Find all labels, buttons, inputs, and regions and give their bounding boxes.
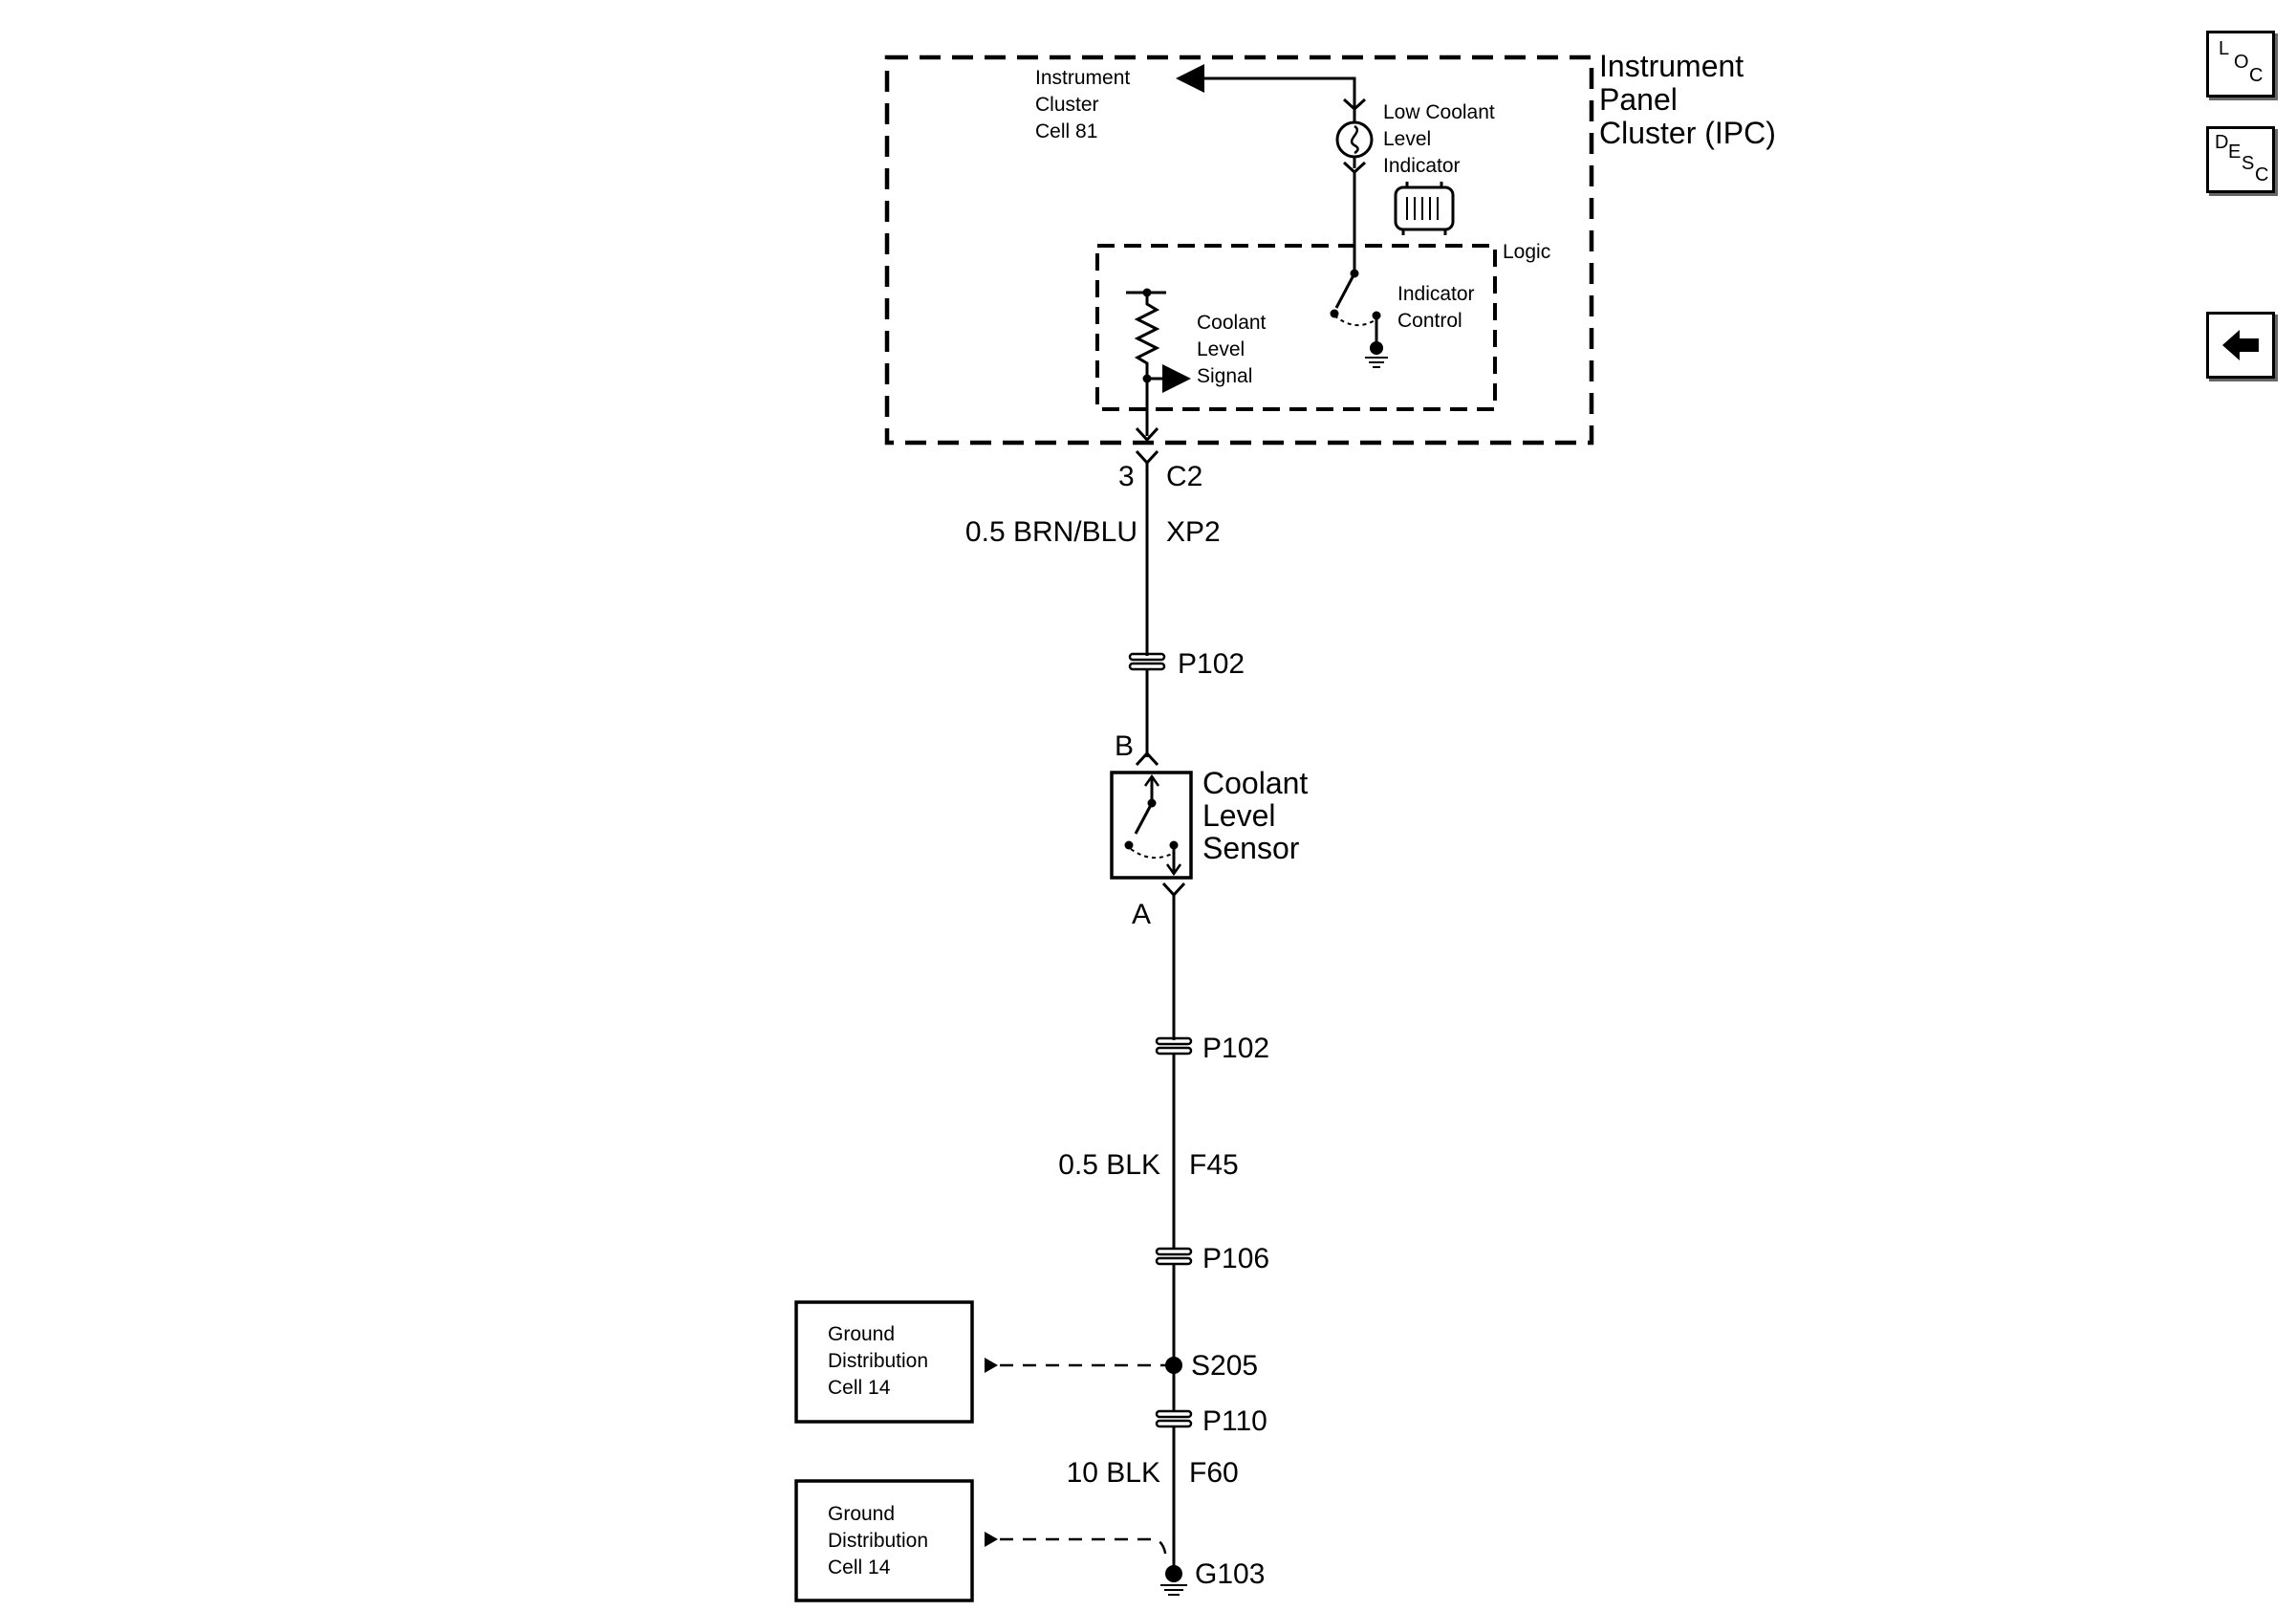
inline3-label: P106	[1202, 1243, 1269, 1274]
inline-connector-p110	[1155, 1409, 1193, 1428]
wire1-label: 0.5 BRN/BLU	[965, 516, 1137, 548]
indicator-label-line1: Low Coolant	[1383, 101, 1495, 123]
splice-label: S205	[1191, 1350, 1258, 1382]
ground-ref-2-line2: Distribution	[828, 1530, 928, 1552]
cell-ref-line1[interactable]: Instrument	[1035, 67, 1130, 89]
splice-s205	[1165, 1357, 1182, 1374]
signal-label-line3: Signal	[1197, 365, 1252, 387]
ground-ref-1-line2: Distribution	[828, 1350, 928, 1372]
cell-ref-line2[interactable]: Cluster	[1035, 94, 1099, 116]
ground-ref-2-link	[1000, 1537, 1168, 1559]
ground-ref-1-line1: Ground	[828, 1323, 895, 1345]
sensor-label-line1: Coolant	[1202, 766, 1308, 800]
inline1-label: P102	[1178, 648, 1245, 680]
wire2-circuit: F45	[1189, 1149, 1239, 1181]
loc-button[interactable]: L O C	[2206, 31, 2275, 98]
ground-ref-box-1[interactable]	[794, 1300, 974, 1424]
pullup-resistor	[1134, 293, 1160, 379]
desc-button[interactable]: D E S C	[2206, 126, 2275, 193]
cell-ref-line3[interactable]: Cell 81	[1035, 120, 1097, 142]
ipc-title-line1: Instrument	[1599, 49, 1744, 83]
logic-ground-symbol	[1365, 341, 1388, 368]
sensor-label-line3: Sensor	[1202, 831, 1300, 865]
ipc-title-line2: Panel	[1599, 82, 1678, 117]
indicator-label-line2: Level	[1383, 128, 1431, 150]
ground-ref-box-2[interactable]	[794, 1479, 974, 1602]
inline2-label: P102	[1202, 1033, 1269, 1064]
sensor-label-line2: Level	[1202, 798, 1276, 833]
connector-ipc: C2	[1166, 461, 1202, 492]
ground-g103-symbol	[1160, 1565, 1187, 1596]
back-button[interactable]	[2206, 312, 2275, 379]
pin-ipc: 3	[1118, 461, 1135, 492]
ground-ref-2-line1: Ground	[828, 1503, 895, 1525]
wire3-circuit: F60	[1189, 1457, 1239, 1489]
inline-connector-p106	[1155, 1247, 1193, 1266]
indicator-control-switch	[1334, 272, 1356, 309]
ground-label: G103	[1195, 1558, 1265, 1590]
pin-a: A	[1132, 899, 1151, 930]
indicator-control-line1: Indicator	[1397, 283, 1475, 305]
logic-boundary	[1095, 244, 1497, 411]
ipc-boundary	[884, 54, 1594, 446]
coolant-level-sensor	[1110, 771, 1193, 880]
wire2-label: 0.5 BLK	[1058, 1149, 1160, 1181]
signal-label-line2: Level	[1197, 338, 1245, 360]
ground-ref-1-line3: Cell 14	[828, 1377, 891, 1399]
inline-connector-p102-upper	[1128, 652, 1166, 671]
signal-label-line1: Coolant	[1197, 312, 1267, 334]
wire1-circuit: XP2	[1166, 516, 1221, 548]
back-arrow-icon	[2222, 330, 2259, 360]
ipc-title-line3: Cluster (IPC)	[1599, 116, 1776, 150]
instrument-cluster-icon	[1394, 182, 1455, 235]
logic-label: Logic	[1503, 241, 1550, 263]
pin-b: B	[1115, 730, 1134, 762]
indicator-label-line3: Indicator	[1383, 155, 1461, 177]
wire3-label: 10 BLK	[1067, 1457, 1160, 1489]
ground-ref-2-line3: Cell 14	[828, 1557, 891, 1578]
cell-ref-wire	[1181, 76, 1356, 107]
indicator-control-line2: Control	[1397, 310, 1462, 332]
inline4-label: P110	[1202, 1405, 1267, 1437]
inline-connector-p102-lower	[1155, 1036, 1193, 1056]
